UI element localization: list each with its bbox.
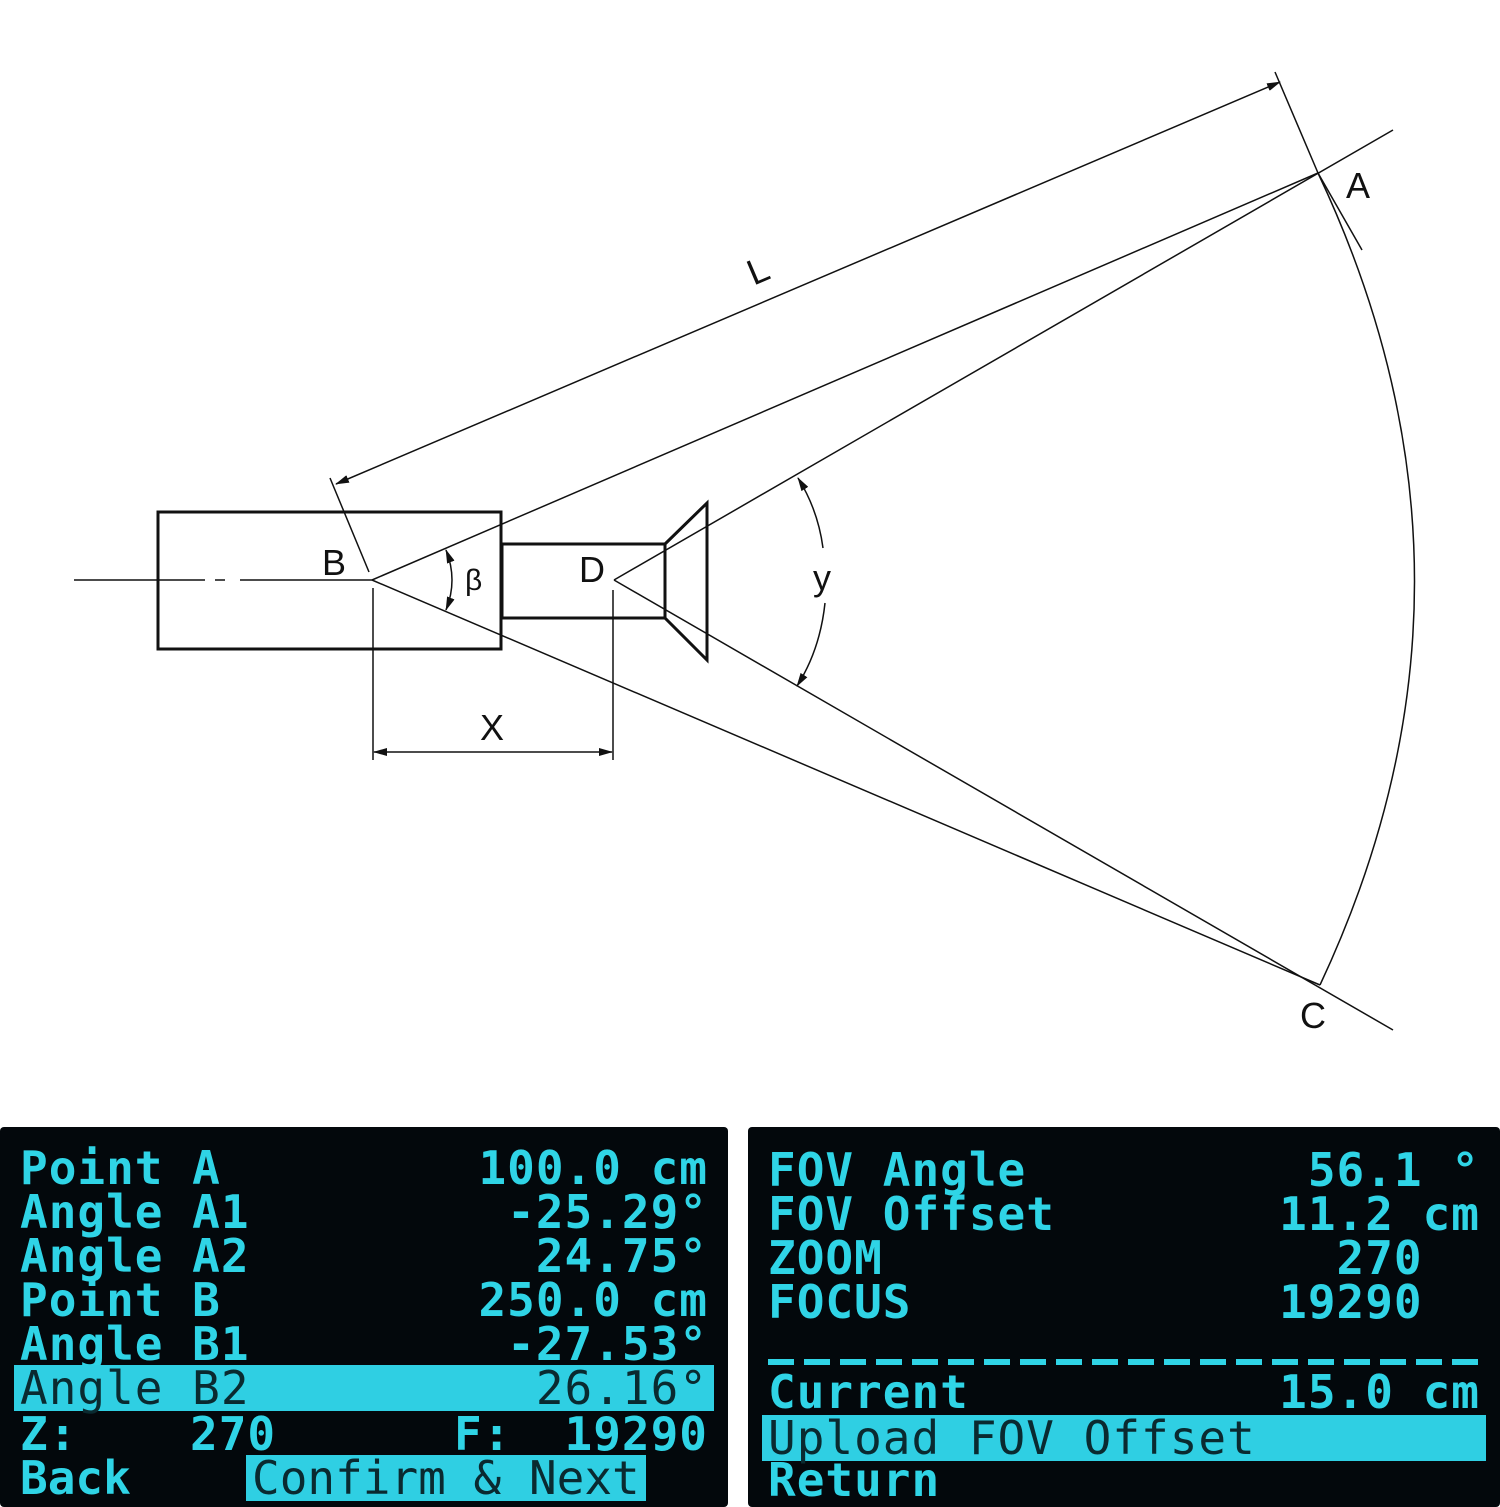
- row-label: FOCUS: [768, 1275, 912, 1329]
- row-label: Angle B2: [20, 1361, 250, 1415]
- row-value: 24.75°: [535, 1229, 708, 1283]
- ray-b-to-c: [371, 579, 1321, 986]
- row-value: 100.0 cm: [478, 1141, 708, 1195]
- label-A: A: [1346, 165, 1370, 206]
- row-value: 26.16°: [535, 1361, 708, 1415]
- point-a-row[interactable]: Point A 100.0 cm: [14, 1145, 714, 1191]
- row-value: 19290: [1279, 1275, 1480, 1329]
- label-beta: β: [465, 564, 482, 597]
- current-offset-row: Current 15.0 cm: [762, 1369, 1486, 1415]
- fov-offset-row: FOV Offset 11.2 cm: [762, 1191, 1486, 1237]
- upload-label: Upload FOV Offset: [768, 1411, 1256, 1465]
- zoom-value: 270: [190, 1407, 277, 1461]
- row-value: 15.0 cm: [1279, 1365, 1480, 1419]
- angle-b2-row-selected[interactable]: Angle B2 26.16°: [14, 1365, 714, 1411]
- row-value: -27.53°: [507, 1317, 708, 1371]
- zoom-row: ZOOM 270: [762, 1235, 1486, 1281]
- focus-value: 19290: [564, 1407, 708, 1461]
- row-label: Point A: [20, 1141, 221, 1195]
- row-value: 56.1 °: [1307, 1143, 1480, 1197]
- row-value: 11.2 cm: [1279, 1187, 1480, 1241]
- ray-d-to-a: [613, 129, 1394, 581]
- row-label: Point B: [20, 1273, 221, 1327]
- arc-a-to-c: [1317, 172, 1416, 986]
- row-label: Angle A1: [20, 1185, 250, 1239]
- row-label: Angle A2: [20, 1229, 250, 1283]
- angle-a2-row[interactable]: Angle A2 24.75°: [14, 1233, 714, 1279]
- angle-y-arc-bottom: [796, 602, 826, 687]
- ray-d-to-c: [613, 579, 1394, 1031]
- row-label: ZOOM: [768, 1231, 883, 1285]
- angle-b1-row[interactable]: Angle B1 -27.53°: [14, 1321, 714, 1367]
- upload-fov-offset-button[interactable]: Upload FOV Offset: [762, 1415, 1486, 1461]
- row-value: -25.29°: [507, 1185, 708, 1239]
- fov-angle-row: FOV Angle 56.1 °: [762, 1147, 1486, 1193]
- label-L: L: [741, 248, 775, 294]
- label-C: C: [1300, 995, 1326, 1036]
- angle-y-arc-top: [797, 477, 824, 549]
- row-label: FOV Offset: [768, 1187, 1055, 1241]
- row-label: FOV Angle: [768, 1143, 1027, 1197]
- ray-b-to-a: [371, 172, 1319, 581]
- point-b-row[interactable]: Point B 250.0 cm: [14, 1277, 714, 1323]
- row-label: Angle B1: [20, 1317, 250, 1371]
- label-D: D: [579, 549, 605, 590]
- confirm-next-button[interactable]: Confirm & Next: [246, 1455, 646, 1501]
- row-value: 250.0 cm: [478, 1273, 708, 1327]
- dimension-L: [335, 81, 1281, 485]
- label-X: X: [480, 707, 504, 748]
- label-y: y: [813, 557, 831, 598]
- zoom-label: Z:: [20, 1407, 78, 1461]
- return-button[interactable]: Return: [762, 1457, 1486, 1503]
- row-value: 270: [1336, 1231, 1480, 1285]
- return-label: Return: [768, 1453, 941, 1507]
- back-button[interactable]: Back: [20, 1451, 131, 1505]
- calibration-lcd-screen: Point A 100.0 cm Angle A1 -25.29° Angle …: [0, 1127, 728, 1507]
- row-label: Current: [768, 1365, 969, 1419]
- zoom-focus-status-row: Z: 270 F: 19290: [14, 1411, 714, 1457]
- lens-hood: [663, 499, 709, 664]
- angle-beta-arc: [445, 549, 455, 611]
- angle-a1-row[interactable]: Angle A1 -25.29°: [14, 1189, 714, 1235]
- dashed-divider: [768, 1359, 1478, 1365]
- label-B: B: [322, 542, 346, 583]
- fov-result-lcd-screen: FOV Angle 56.1 ° FOV Offset 11.2 cm ZOOM…: [748, 1127, 1500, 1507]
- focus-row: FOCUS 19290: [762, 1279, 1486, 1325]
- focus-label: F:: [454, 1407, 512, 1461]
- fov-geometry-diagram: A B C D X y β L: [74, 71, 1416, 1036]
